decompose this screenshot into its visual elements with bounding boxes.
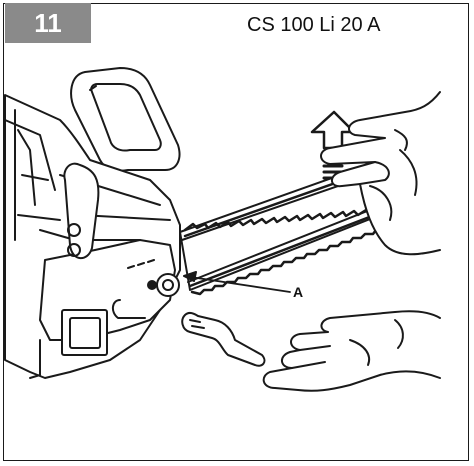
hand-lower-illustration xyxy=(262,310,441,392)
bar-nut xyxy=(127,259,180,297)
step-number-badge: 11 xyxy=(5,3,91,43)
wrench-tool-illustration xyxy=(181,311,266,367)
chainsaw-top-handle xyxy=(70,67,181,172)
model-title: CS 100 Li 20 A xyxy=(247,14,381,36)
chainsaw-hand-guard xyxy=(63,162,100,260)
callout-a-pointer xyxy=(183,271,291,293)
hand-upper-illustration xyxy=(320,91,441,256)
callout-label-a: A xyxy=(293,284,304,300)
